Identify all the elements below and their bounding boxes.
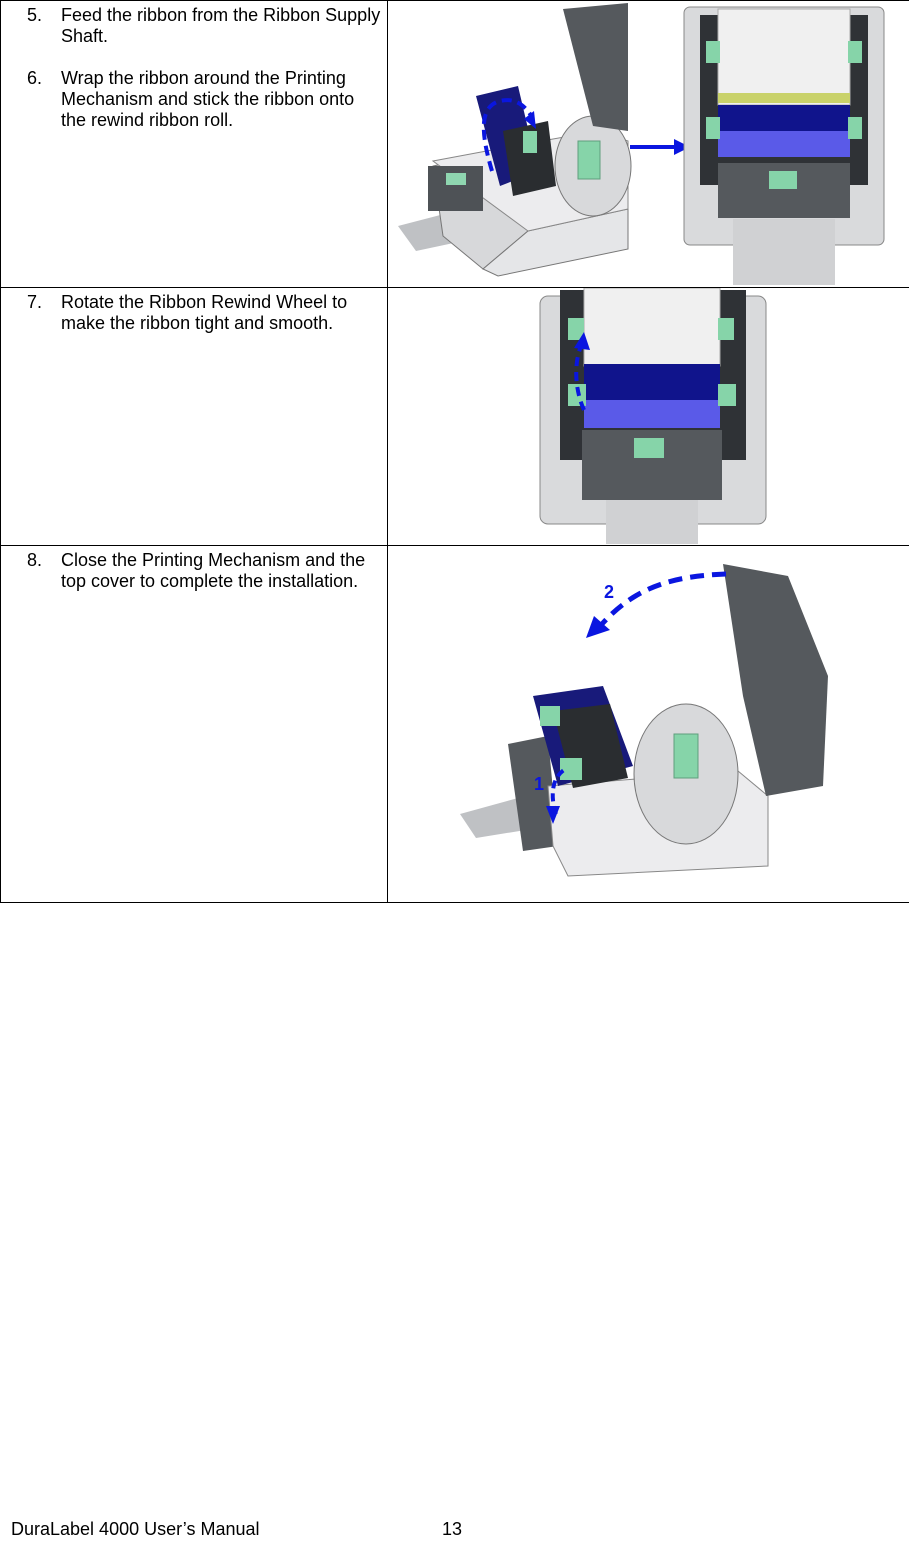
step-number: 7. (27, 292, 43, 312)
step-text-cell: 5. Feed the ribbon from the Ribbon Suppl… (0, 0, 388, 288)
step-5: 5. Feed the ribbon from the Ribbon Suppl… (1, 1, 387, 47)
table-row: 7. Rotate the Ribbon Rewind Wheel to mak… (0, 287, 909, 546)
printer-side-view: 2 1 (460, 564, 828, 877)
arrow-label-1: 1 (534, 774, 544, 794)
step-number: 6. (27, 68, 43, 88)
arrow-label-2: 2 (604, 582, 614, 602)
table-row: 8. Close the Printing Mechanism and the … (0, 545, 909, 903)
instruction-table: 5. Feed the ribbon from the Ribbon Suppl… (0, 0, 909, 903)
step-number: 8. (27, 550, 43, 570)
page-footer: DuraLabel 4000 User’s Manual 13 (11, 1519, 462, 1540)
manual-title: DuraLabel 4000 User’s Manual (11, 1519, 260, 1539)
step-6: 6. Wrap the ribbon around the Printing M… (1, 68, 387, 131)
right-arrow-icon (630, 139, 690, 155)
printer-front-view (683, 6, 885, 285)
printer-front-view (539, 288, 767, 544)
rewind-wheel-illustration (388, 288, 909, 544)
step-text: Rotate the Ribbon Rewind Wheel to make t… (61, 292, 348, 333)
page-number: 13 (442, 1519, 463, 1539)
printer-side-view (398, 3, 632, 277)
step-text: Wrap the ribbon around the Printing Mech… (61, 68, 355, 130)
step-text-cell: 7. Rotate the Ribbon Rewind Wheel to mak… (0, 287, 388, 546)
step-image-cell (387, 287, 909, 546)
step-text: Feed the ribbon from the Ribbon Supply S… (61, 5, 381, 46)
step-7: 7. Rotate the Ribbon Rewind Wheel to mak… (1, 288, 387, 334)
close-cover-illustration: 2 1 (388, 546, 909, 901)
step-number: 5. (27, 5, 43, 25)
step-text: Close the Printing Mechanism and the top… (61, 550, 366, 591)
table-row: 5. Feed the ribbon from the Ribbon Suppl… (0, 0, 909, 288)
step-8: 8. Close the Printing Mechanism and the … (1, 546, 387, 592)
step-image-cell (387, 0, 909, 288)
ribbon-feed-illustration (388, 1, 909, 286)
step-text-cell: 8. Close the Printing Mechanism and the … (0, 545, 388, 903)
step-image-cell: 2 1 (387, 545, 909, 903)
